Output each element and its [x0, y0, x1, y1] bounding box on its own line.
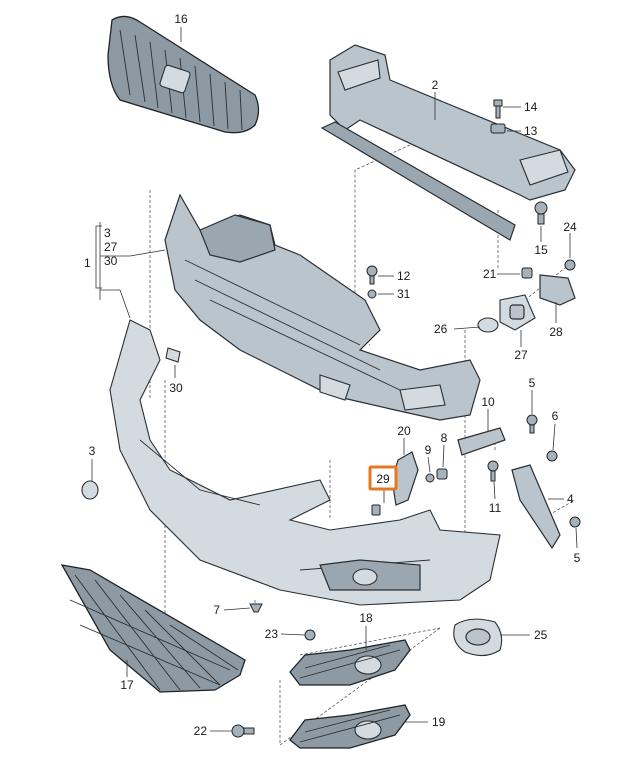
label-7: 7	[213, 603, 220, 617]
label-27: 27	[514, 348, 528, 362]
upper-grille	[107, 15, 260, 134]
label-28: 28	[549, 325, 563, 339]
label-1: 1	[84, 256, 91, 270]
impact-carrier	[164, 193, 481, 421]
label-29: 29	[376, 472, 390, 486]
label-26: 26	[434, 322, 448, 336]
group-bracket	[95, 225, 102, 289]
side-bracket-4	[511, 464, 561, 550]
label-10: 10	[481, 395, 495, 409]
leader-lines	[91, 27, 578, 732]
clip-30	[165, 347, 181, 363]
label-23: 23	[265, 627, 279, 641]
bumper-cover	[109, 319, 501, 606]
label-30: 30	[169, 381, 183, 395]
label-2: 2	[432, 78, 439, 92]
label-4: 4	[567, 492, 574, 506]
label-20: 20	[397, 424, 411, 438]
fog-grille-18	[289, 639, 411, 686]
label-9: 9	[425, 443, 432, 457]
label-5-lower: 5	[574, 551, 581, 565]
label-12: 12	[397, 269, 411, 283]
label-13: 13	[524, 124, 538, 138]
label-8: 8	[441, 431, 448, 445]
cap-3	[81, 480, 99, 500]
label-6: 6	[552, 409, 559, 423]
highlight-box	[368, 465, 398, 491]
label-group-27: 27	[104, 240, 118, 254]
label-16: 16	[174, 12, 188, 26]
label-19: 19	[432, 715, 446, 729]
label-5-upper: 5	[529, 376, 536, 390]
label-14: 14	[524, 100, 538, 114]
label-group-3: 3	[104, 226, 111, 240]
crossmember	[320, 44, 576, 241]
guide-10	[457, 427, 506, 456]
label-18: 18	[359, 611, 373, 625]
label-11: 11	[489, 501, 502, 515]
frame-27	[499, 294, 536, 331]
label-24: 24	[563, 220, 577, 234]
cover-26	[477, 317, 499, 333]
label-31: 31	[397, 287, 411, 301]
label-17: 17	[120, 678, 134, 692]
label-15: 15	[534, 243, 548, 257]
bracket-28	[539, 274, 576, 306]
label-group-30: 30	[104, 254, 118, 268]
callout-labels: 16 2 14 13 15 24 12 31 21 26 27 28 1 3 2…	[84, 12, 581, 738]
label-21: 21	[483, 267, 497, 281]
label-3: 3	[89, 444, 96, 458]
trim-25	[453, 618, 503, 657]
label-22: 22	[194, 724, 208, 738]
lower-grille	[60, 564, 246, 693]
fog-grille-19	[289, 704, 411, 749]
label-25: 25	[534, 628, 548, 642]
